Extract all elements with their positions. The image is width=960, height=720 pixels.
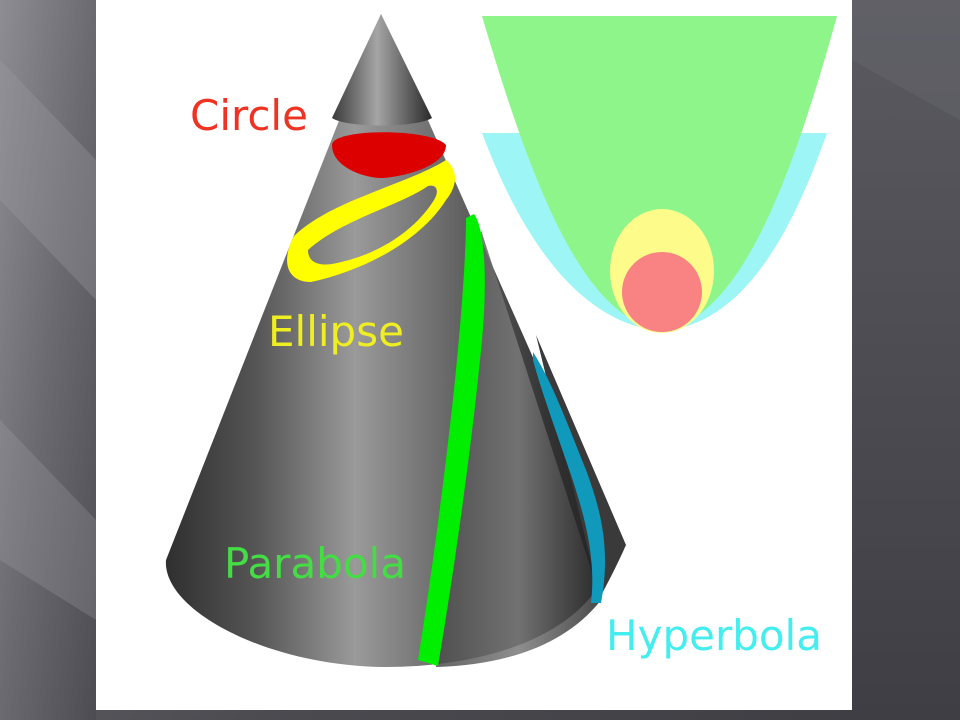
inset-circle [622, 252, 702, 332]
slide-background-right [852, 0, 960, 720]
parabola-label: Parabola [224, 539, 406, 588]
parabola-curve [418, 214, 485, 666]
inset-diagram [482, 16, 837, 333]
circle-label: Circle [190, 91, 308, 140]
ellipse-label: Ellipse [268, 307, 404, 356]
slide-background-left [0, 0, 96, 720]
circle-curve [332, 132, 446, 178]
conic-sections-figure: Circle Ellipse Parabola Hyperbola [96, 0, 852, 710]
cone-tip [332, 14, 432, 126]
hyperbola-curve [533, 352, 606, 603]
inset-parabola-region [482, 16, 837, 331]
ellipse-curve [287, 160, 455, 282]
hyperbola-label: Hyperbola [606, 611, 822, 660]
